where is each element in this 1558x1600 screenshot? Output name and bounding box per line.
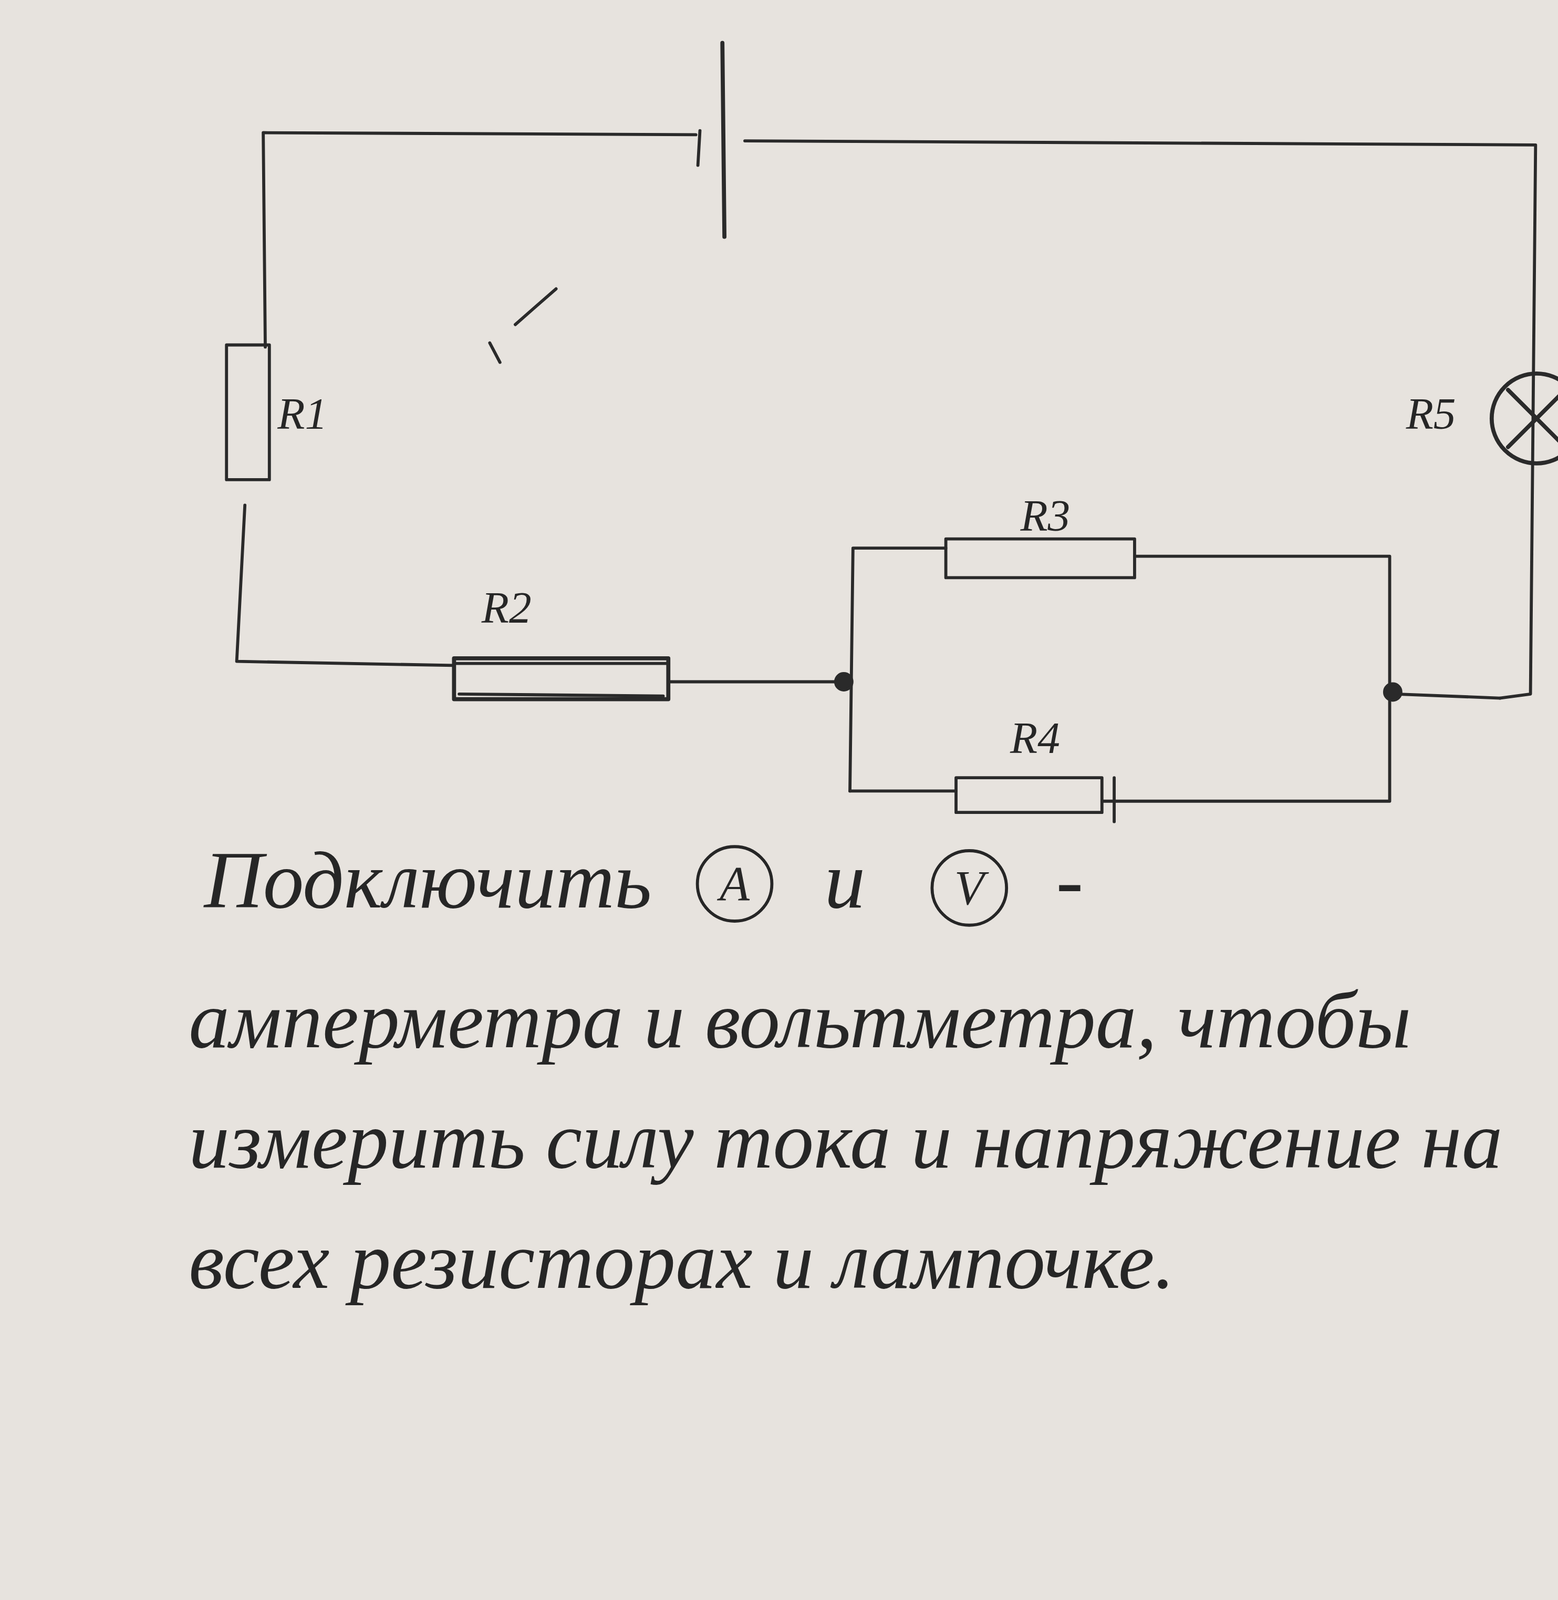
resistor-symbol bbox=[946, 538, 1135, 578]
part-label: R5 bbox=[1406, 389, 1457, 440]
part-label: R1 bbox=[277, 389, 328, 440]
meter-letter: A bbox=[719, 859, 750, 909]
lamp-symbol bbox=[1491, 373, 1558, 464]
meter-letter: V bbox=[954, 863, 985, 912]
resistor-symbol bbox=[453, 658, 669, 700]
meter-circle: A bbox=[696, 844, 774, 923]
junction-dot bbox=[835, 673, 853, 690]
resistor-symbol bbox=[956, 777, 1115, 822]
meter-circle: V bbox=[930, 848, 1009, 927]
stray-mark bbox=[489, 288, 556, 363]
part-label: R4 bbox=[1010, 714, 1061, 764]
part-label: R2 bbox=[481, 583, 532, 633]
junction-dot bbox=[1384, 683, 1401, 700]
part-label: R3 bbox=[1020, 491, 1071, 542]
note-text: амперметра и вольтметра, чтобы измерить … bbox=[188, 959, 1515, 1321]
note-text: - bbox=[1055, 834, 1084, 925]
wire bbox=[236, 132, 1536, 802]
note-text: Подключить bbox=[203, 834, 652, 925]
battery-symbol bbox=[698, 43, 725, 237]
note-text: и bbox=[824, 834, 866, 925]
resistor-symbol bbox=[226, 345, 270, 480]
